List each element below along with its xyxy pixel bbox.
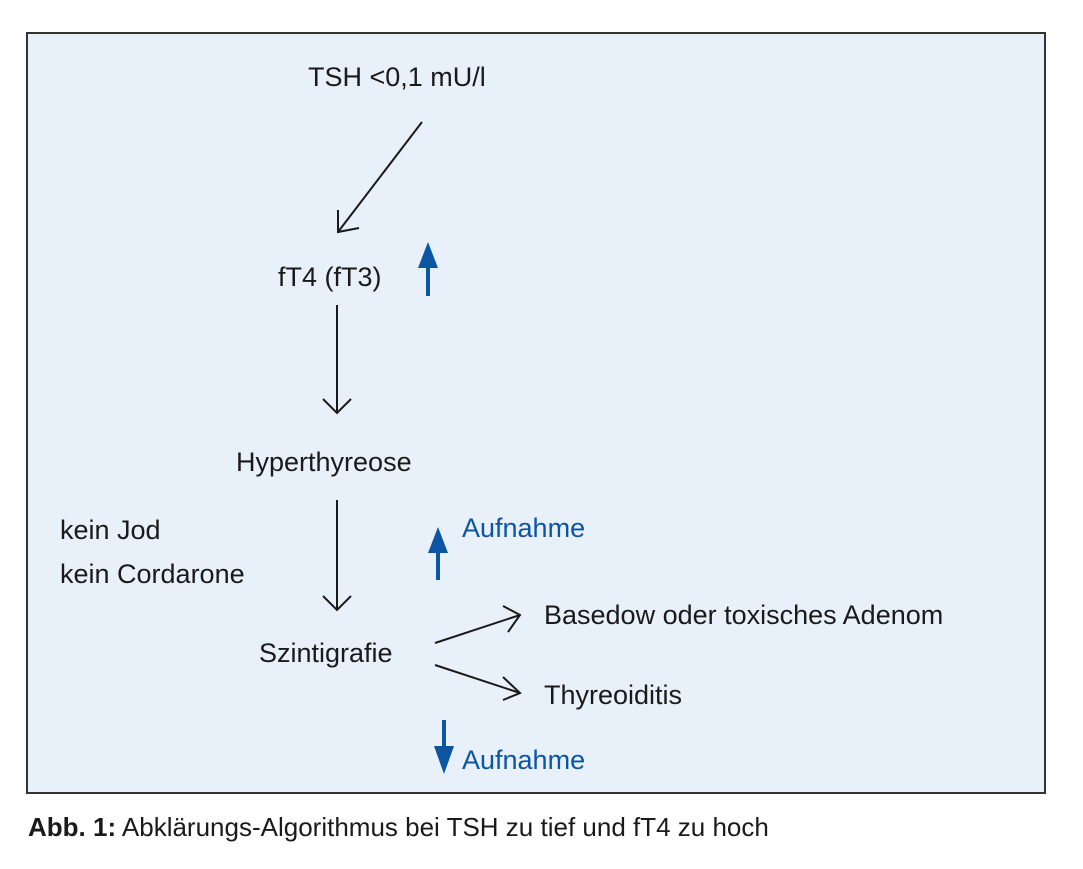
arrow-ft4-to-hyperthyreose	[322, 305, 352, 415]
arrow-tsh-to-ft4	[337, 121, 423, 234]
figure-caption: Abb. 1: Abklärungs-Algorithmus bei TSH z…	[28, 812, 769, 843]
arrow-to-thyreoiditis	[434, 664, 522, 701]
tsh-node: TSH <0,1 mU/l	[308, 62, 486, 92]
arrow-to-basedow	[434, 605, 522, 644]
hyperthyreose-node: Hyperthyreose	[236, 447, 412, 477]
uptake-low-label: Aufnahme	[462, 745, 586, 775]
ft4-node: fT4 (fT3)	[278, 262, 382, 292]
note-kein-jod: kein Jod	[60, 515, 161, 545]
note-kein-cordarone: kein Cordarone	[60, 559, 245, 589]
arrow-down-uptake-icon	[434, 720, 454, 774]
basedow-node: Basedow oder toxisches Adenom	[544, 600, 944, 630]
thyreoiditis-node: Thyreoiditis	[544, 680, 683, 710]
diagram-panel	[26, 32, 1046, 794]
szintigrafie-node: Szintigrafie	[259, 638, 393, 668]
caption-text: Abklärungs-Algorithmus bei TSH zu tief u…	[116, 812, 769, 842]
uptake-high-label: Aufnahme	[462, 513, 586, 543]
arrow-hyperthyreose-to-szintigrafie	[322, 500, 352, 612]
caption-label: Abb. 1:	[28, 812, 117, 842]
arrow-up-ft4-icon	[418, 242, 438, 296]
arrow-up-uptake-icon	[428, 527, 448, 580]
